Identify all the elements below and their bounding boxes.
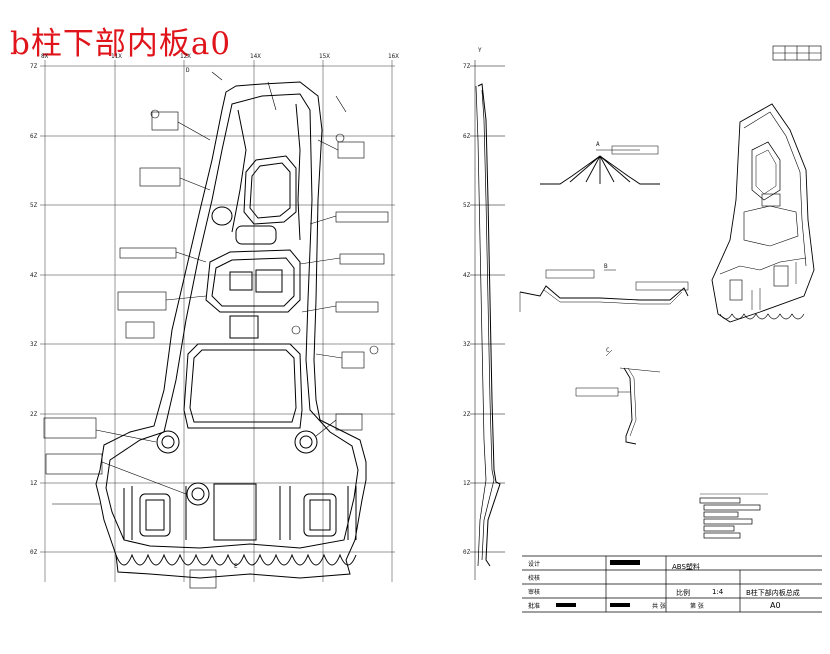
section-a [540, 145, 660, 185]
side-view-label: 3Z [463, 341, 471, 348]
grid-col-label: 11X [111, 53, 122, 60]
title-block [522, 555, 822, 613]
section-label: A [596, 141, 600, 148]
tb-sheet-2: 第 张 [690, 603, 704, 610]
tb-row-1: 校核 [528, 575, 541, 582]
grid-col-label: 12X [180, 53, 191, 60]
drawing-title: b柱下部内板a0 [10, 26, 232, 62]
grid-col-label: 16X [388, 53, 399, 60]
tb-sheet-1: 共 张 [652, 603, 666, 610]
revision-table [772, 45, 822, 61]
section-label: D [186, 67, 190, 74]
grid [40, 60, 395, 582]
tb-row-0: 设计 [528, 561, 541, 568]
side-view-label: 6Z [463, 133, 471, 140]
tb-ratio-label: 比例 [676, 589, 690, 597]
side-view-label: 7Z [463, 63, 471, 70]
side-view-label: 1Z [463, 480, 471, 487]
section-c [575, 349, 661, 445]
grid-row-label: 7Z [30, 63, 38, 70]
side-view-label: 2Z [463, 411, 471, 418]
section-b [519, 269, 689, 312]
side-view-top-label: Y [478, 47, 482, 54]
notes-block [699, 493, 768, 539]
annotations [43, 71, 389, 589]
side-view [470, 60, 505, 580]
side-view-label: 0Z [463, 549, 471, 556]
tb-part-name: B柱下部内板总成 [746, 589, 800, 597]
front-view-part [95, 81, 367, 579]
grid-row-label: 2Z [30, 411, 38, 418]
tb-row-2: 审核 [528, 589, 541, 596]
grid-col-label: 8X [41, 53, 49, 60]
section-label: C [606, 347, 610, 354]
section-label: B [604, 263, 608, 270]
tb-ratio-value: 1:4 [712, 588, 724, 596]
grid-row-label: 5Z [30, 202, 38, 209]
grid-col-label: 15X [319, 53, 330, 60]
grid-row-label: 0Z [30, 549, 38, 556]
grid-row-label: 3Z [30, 341, 38, 348]
tb-material: ABS塑料 [672, 563, 700, 571]
grid-row-label: 6Z [30, 133, 38, 140]
side-view-label: 5Z [463, 202, 471, 209]
section-label: E [234, 563, 238, 570]
grid-row-label: 4Z [30, 272, 38, 279]
tb-row-3: 批准 [528, 603, 541, 610]
grid-col-label: 14X [250, 53, 261, 60]
side-view-label: 4Z [463, 272, 471, 279]
tb-size: A0 [770, 601, 781, 610]
iso-view [711, 103, 815, 323]
grid-row-label: 1Z [30, 480, 38, 487]
